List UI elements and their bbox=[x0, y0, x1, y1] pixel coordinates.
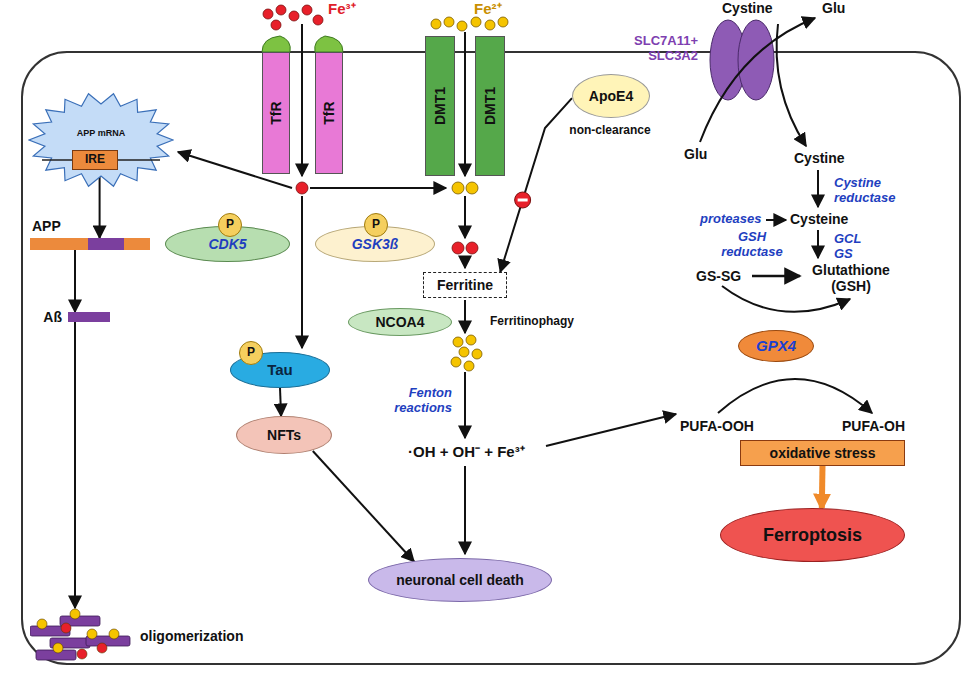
node-text: NCOA4 bbox=[375, 314, 424, 330]
protein-oval: TauP bbox=[230, 352, 330, 388]
peptide-bar: Aß bbox=[68, 312, 110, 322]
text-label: Fe³⁺ bbox=[328, 0, 356, 17]
protein-oval: ApoE4 bbox=[572, 74, 650, 118]
protein-oval: NCOA4 bbox=[348, 308, 452, 336]
node-text: APP mRNA bbox=[28, 128, 174, 138]
node-text: oxidative stress bbox=[770, 445, 876, 461]
oligomer-cluster: oligomerization bbox=[30, 608, 134, 662]
arrow-connector bbox=[99, 170, 101, 238]
text-label: Glu bbox=[822, 0, 845, 16]
process-box: oxidative stress bbox=[740, 440, 905, 466]
node-text: DMT1 bbox=[432, 87, 448, 125]
node-text: GPX4 bbox=[756, 337, 796, 354]
burst-shape bbox=[29, 94, 173, 187]
node-text: GSK3ß bbox=[352, 236, 399, 252]
node-text: CDK5 bbox=[208, 236, 246, 252]
oligomer-drawing bbox=[30, 608, 134, 662]
protein-bar: APP bbox=[30, 238, 150, 250]
kinase-oval: CDK5P bbox=[165, 226, 290, 262]
node-text: TfR bbox=[268, 101, 284, 124]
text-label: Cysteine bbox=[790, 211, 848, 227]
node-text: oligomerization bbox=[140, 628, 243, 644]
phosphate-circle: P bbox=[239, 341, 263, 365]
kinase-oval: GSK3ßP bbox=[315, 226, 435, 262]
node-text: IRE bbox=[85, 153, 105, 167]
text-label: GSH reductase bbox=[714, 230, 790, 260]
text-label: Fe²⁺ bbox=[474, 0, 502, 17]
ire-box: IRE bbox=[72, 150, 118, 170]
arrow-connector bbox=[74, 250, 76, 312]
iron-dots bbox=[263, 5, 478, 254]
node-text: ApoE4 bbox=[589, 88, 633, 104]
receptor-bar: TfR bbox=[262, 52, 290, 174]
transporter-bar: DMT1 bbox=[475, 36, 505, 176]
arrows bbox=[178, 18, 872, 554]
arrow-connector bbox=[280, 388, 281, 416]
node-text: Ferritine bbox=[437, 277, 493, 293]
enzyme-oval: GPX4 bbox=[738, 330, 814, 362]
metal-dot bbox=[70, 609, 80, 619]
node-text: neuronal cell death bbox=[396, 572, 524, 588]
mrna-burst: APP mRNA IRE bbox=[28, 92, 174, 188]
node-text: P bbox=[372, 218, 380, 232]
node-text: NFTs bbox=[267, 427, 301, 443]
arrow-connector bbox=[313, 451, 414, 562]
metal-dot bbox=[53, 643, 63, 653]
text-label: PUFA-OOH bbox=[680, 418, 754, 434]
text-label: GS-SG bbox=[696, 268, 741, 284]
inhibition-minus bbox=[518, 199, 528, 202]
dashed-box: Ferritine bbox=[423, 272, 507, 298]
phosphate-circle: P bbox=[364, 213, 388, 237]
text-label: Glutathione (GSH) bbox=[804, 262, 898, 294]
metal-dot bbox=[37, 619, 47, 629]
text-label: PUFA-OH bbox=[842, 418, 905, 434]
text-label: Cystine bbox=[722, 0, 773, 16]
arrow-connector bbox=[74, 322, 76, 608]
node-text: DMT1 bbox=[482, 87, 498, 125]
text-label: Ferritinophagy bbox=[490, 315, 574, 329]
text-label: SLC7A11+ SLC3A2 bbox=[620, 34, 698, 64]
text-label: ·OH + OH⁻ + Fe³⁺ bbox=[408, 443, 525, 460]
tangle-oval: NFTs bbox=[236, 416, 332, 454]
inhibition-symbol bbox=[515, 192, 531, 208]
transporter-bar: DMT1 bbox=[425, 36, 455, 176]
receptor-bar: TfR bbox=[315, 52, 343, 174]
metal-dot bbox=[109, 629, 119, 639]
outcome-oval: Ferroptosis bbox=[720, 508, 905, 562]
arrow-connector bbox=[500, 98, 572, 272]
node-text: Ferroptosis bbox=[763, 525, 862, 546]
outcome-oval: neuronal cell death bbox=[368, 558, 552, 602]
text-label: Fenton reactions bbox=[386, 386, 452, 416]
text-label: Cystine reductase bbox=[834, 176, 906, 206]
text-label: non-clearance bbox=[563, 124, 657, 138]
node-text: APP bbox=[32, 218, 61, 234]
node-text: P bbox=[247, 346, 255, 360]
metal-dot bbox=[97, 643, 107, 653]
text-label: Glu bbox=[684, 146, 707, 162]
phosphate-circle: P bbox=[218, 213, 242, 237]
text-label: Cystine bbox=[794, 150, 845, 166]
metal-dot bbox=[61, 623, 71, 633]
thick-arrow bbox=[819, 466, 826, 508]
node-text: P bbox=[226, 218, 234, 232]
metal-dot bbox=[77, 649, 87, 659]
node-text: Aß bbox=[43, 309, 62, 325]
node-text: Tau bbox=[267, 361, 293, 378]
burst-outline bbox=[28, 92, 174, 188]
node-text: TfR bbox=[321, 101, 337, 124]
transporter bbox=[710, 20, 774, 100]
metal-dot bbox=[87, 629, 97, 639]
text-label: proteases bbox=[700, 212, 761, 227]
text-label: GCL GS bbox=[834, 232, 870, 262]
